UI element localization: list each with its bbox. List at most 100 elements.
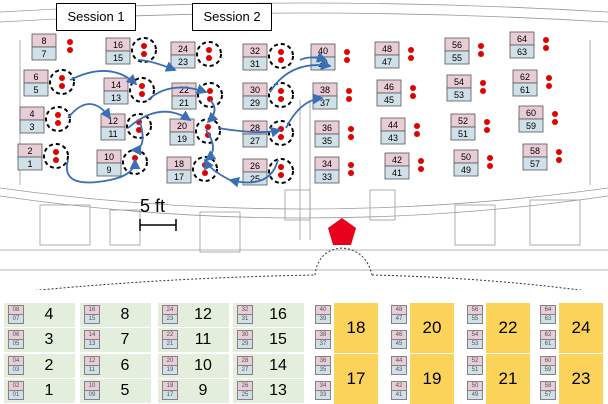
seat-dashed-circle xyxy=(195,118,221,144)
desk-bottom-half xyxy=(166,169,192,184)
participant-marker xyxy=(484,119,490,125)
participant-marker xyxy=(278,88,284,94)
desk-top-number: 40 xyxy=(318,46,328,56)
legend-chip-bottom: 59 xyxy=(540,365,556,375)
desk-bottom-number: 9 xyxy=(106,165,111,175)
legend-chip-top: 38 xyxy=(315,330,331,340)
participant-marker xyxy=(278,164,284,170)
legend-chip-top: 20 xyxy=(162,356,178,366)
participant-marker xyxy=(206,55,212,61)
desk-top-number: 10 xyxy=(104,152,114,162)
desk-top-number: 46 xyxy=(384,82,394,92)
participant-marker xyxy=(543,37,549,43)
legend-chip-top: 54 xyxy=(467,330,483,340)
desk-bottom-half xyxy=(453,162,479,177)
legend-number: 11 xyxy=(194,331,212,348)
desk-top-number: 12 xyxy=(108,116,118,126)
legend-chip-bottom: 13 xyxy=(84,339,100,349)
zoom-callout xyxy=(314,247,373,276)
legend-chip-bottom: 41 xyxy=(391,390,407,400)
desk-bottom-half xyxy=(31,46,57,61)
participant-marker xyxy=(484,127,490,133)
movement-arrow xyxy=(299,52,328,63)
desk: 109 xyxy=(96,149,122,177)
legend-chip-top: 56 xyxy=(467,305,483,315)
movement-arrow xyxy=(127,110,192,129)
movement-arrow xyxy=(217,126,282,138)
scale-label: 5 ft xyxy=(140,196,166,216)
desk: 87 xyxy=(31,33,57,61)
desk-top-number: 26 xyxy=(250,161,260,171)
legend-chip-top: 10 xyxy=(84,381,100,391)
movement-arrow xyxy=(67,103,112,120)
legend-chip-top: 64 xyxy=(540,305,556,315)
participant-marker xyxy=(67,39,73,45)
desk-bottom-number: 29 xyxy=(250,98,260,108)
desk-top-number: 48 xyxy=(382,44,392,54)
desk-bottom-half xyxy=(23,82,49,97)
desk-top-number: 4 xyxy=(29,109,34,119)
legend-chip-bottom: 03 xyxy=(8,365,24,375)
movement-arrow xyxy=(204,129,217,162)
desk-top-number: 54 xyxy=(454,77,464,87)
desk-top-number: 24 xyxy=(178,44,188,54)
legend-number: 13 xyxy=(269,382,287,399)
legend-chip-top: 46 xyxy=(391,330,407,340)
legend-chip-top: 06 xyxy=(8,330,24,340)
seat-dashed-circle xyxy=(45,106,71,132)
desk-bottom-number: 15 xyxy=(113,53,123,63)
desk-top-number: 64 xyxy=(517,34,527,44)
legend-number: 7 xyxy=(120,331,130,348)
movement-arrow xyxy=(269,59,332,93)
legend-yellow-block: 23 xyxy=(559,354,603,404)
participant-marker xyxy=(344,57,350,63)
desk-bottom-half xyxy=(509,44,535,59)
participant-marker xyxy=(344,49,350,55)
legend-chip-top: 30 xyxy=(237,330,253,340)
legend-number: 15 xyxy=(269,331,287,348)
desk-bottom-half xyxy=(446,87,472,102)
desk-top-number: 2 xyxy=(27,146,32,156)
legend-chip-top: 62 xyxy=(540,330,556,340)
seat-dashed-circle xyxy=(268,43,294,69)
legend-chip-top: 40 xyxy=(315,305,331,315)
desk-bottom-number: 49 xyxy=(461,165,471,175)
participant-marker xyxy=(478,43,484,49)
legend-chip-bottom: 53 xyxy=(467,339,483,349)
legend-chip-top: 28 xyxy=(237,356,253,366)
session-2-label: Session 2 xyxy=(192,3,272,31)
legend-chip-bottom: 27 xyxy=(237,365,253,375)
desk-bottom-half xyxy=(242,95,268,110)
zoom-callout-line-left xyxy=(34,274,316,290)
legend-chip-bottom: 31 xyxy=(237,314,253,324)
legend-chip-bottom: 09 xyxy=(84,390,100,400)
desk-bottom-number: 25 xyxy=(250,174,260,184)
participant-marker xyxy=(410,93,416,99)
